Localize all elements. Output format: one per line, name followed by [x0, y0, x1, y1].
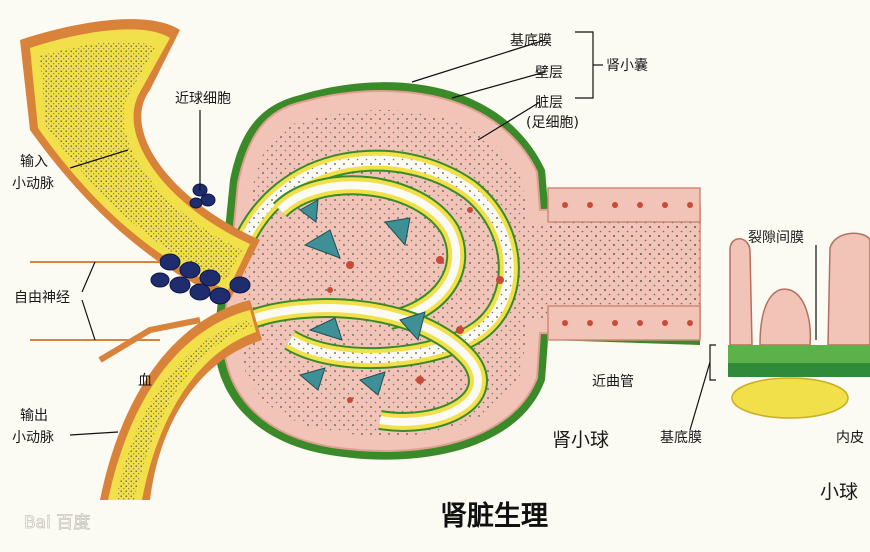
label-blood: 血	[138, 373, 152, 389]
label-juxtaglomerular-cell: 近球细胞	[175, 91, 231, 107]
label-bowman-capsule: 肾小囊	[606, 57, 648, 74]
efferent-lumen	[116, 320, 252, 500]
label-proximal-tubule: 近曲管	[592, 374, 634, 390]
baidu-watermark: Bai 百度	[24, 513, 90, 533]
capillary-tuft	[229, 149, 520, 432]
label-efferent-line2: 小动脉	[12, 430, 54, 446]
label-podocyte: (足细胞)	[526, 115, 579, 131]
page-title: 肾脏生理	[440, 501, 548, 532]
proximal-tubule-nuclei	[562, 202, 693, 326]
label-autonomic-nerve: 自由神经	[14, 290, 70, 306]
label-afferent-line1: 输入	[20, 154, 48, 170]
label-efferent-line1: 输出	[20, 408, 48, 424]
label-basement-membrane-inset: 基底膜	[660, 429, 702, 446]
afferent-lumen	[40, 41, 242, 280]
label-parietal-layer: 壁层	[535, 65, 563, 81]
label-glomerulus: 肾小球	[552, 429, 609, 451]
label-basement-membrane: 基底膜	[510, 32, 552, 49]
label-inset-partial-right: 内皮	[836, 430, 864, 446]
inset-filtration-barrier	[728, 232, 870, 419]
proximal-tubule-upper-wall	[547, 187, 701, 223]
label-visceral-layer: 脏层	[535, 95, 563, 111]
label-afferent-line2: 小动脉	[12, 176, 54, 192]
proximal-tubule-lower-wall	[547, 305, 701, 341]
juxtaglomerular-cells	[150, 183, 251, 305]
proximal-tubule-lumen	[548, 222, 700, 306]
label-filtration-slit-membrane: 裂隙间膜	[748, 230, 804, 246]
label-inset-partial-bottom: 小球	[820, 481, 858, 503]
